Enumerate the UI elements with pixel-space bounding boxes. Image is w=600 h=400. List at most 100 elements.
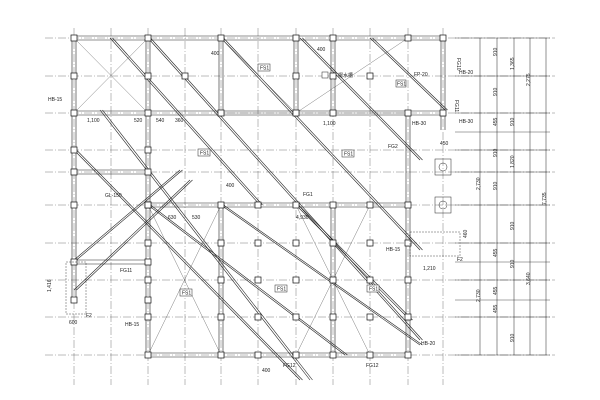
column-marker [292,313,300,321]
column-marker [292,34,300,42]
brace-line [109,37,261,206]
column-marker [144,239,152,247]
f2-label: F2 [86,313,92,319]
hb30-label: HB-30 [412,121,426,127]
column-marker [70,109,78,117]
tank-label: 揚水槽 [338,72,353,79]
fs1-label: FS1 [344,152,353,158]
hb15-label: HB-15 [125,322,139,328]
cross-line [73,37,149,114]
hb20-label: HB-20 [459,70,473,76]
diagonal-braces [73,37,448,381]
dim-label: 2,730 [476,289,482,302]
column-marker [144,34,152,42]
brace-line [73,179,191,291]
brace-line [76,179,193,291]
dim-label: 520 [134,118,143,124]
brace-line [295,204,411,321]
column-marker [366,201,374,209]
fg11-label: FG11 [453,100,459,112]
column-marker [144,276,152,284]
brace-line [220,37,421,251]
brace-line [73,169,181,261]
column-marker [292,239,300,247]
dim-label: 455 [493,286,499,295]
fg10-label: FG10 [455,58,461,71]
right-dimension-labels: 910 1,365 910 2,275 455 910 1,820 910 2,… [476,47,548,342]
column-marker [217,34,225,42]
column-marker [366,239,374,247]
hb20-label: HB-20 [421,341,435,347]
column-marker [217,351,225,359]
column-marker [70,201,78,209]
dim-label: 1,820 [510,155,516,168]
brace-line [298,204,413,321]
column-marker [144,146,152,154]
column-marker [292,276,300,284]
dim-label: 630 [168,215,177,221]
pile-circle [438,162,448,172]
dim-label: 3,640 [526,272,532,285]
column-marker [144,109,152,117]
column-marker [404,351,412,359]
column-marker [217,239,225,247]
column-marker [404,34,412,42]
dim-label: 1,210 [423,266,436,272]
fs1-label: FS1 [397,82,406,88]
column-marker [217,276,225,284]
column-marker [329,313,337,321]
cross-line [220,37,297,114]
column-marker [329,34,337,42]
dim-label: 910 [493,87,499,96]
column-marker [439,109,447,117]
column-marker [404,276,412,284]
brace-line [223,204,423,346]
column-marker [329,351,337,359]
dim-label: 910 [493,181,499,190]
brace-line [76,149,303,381]
dim-label: 1,100 [87,118,100,124]
column-marker [70,168,78,176]
column-marker [404,239,412,247]
dim-label: 7,735 [542,192,548,205]
column-marker [329,276,337,284]
dim-label: 400 [262,368,271,374]
dim-label: 450 [440,141,449,147]
brace-line [102,109,313,381]
column-marker [292,351,300,359]
dim-label: 530 [192,215,201,221]
pile-circle [438,200,448,210]
dim-label: 400 [211,51,220,57]
dimension-lines [65,37,550,356]
column-marker [254,313,262,321]
column-marker [217,201,225,209]
column-marker [144,296,152,304]
fg1-label: FG1 [303,192,313,198]
cross-line [147,204,222,356]
column-marker [144,201,152,209]
brace-line [223,37,423,251]
dim-label: 4,930 [296,215,309,221]
column-marker [366,351,374,359]
dim-label: 910 [510,259,516,268]
footing-pad [434,196,452,214]
column-marker [366,72,374,80]
dim-label: 910 [493,47,499,56]
dim-label: 455 [493,248,499,257]
column-marker [217,313,225,321]
column-marker [329,201,337,209]
column-marker [144,351,152,359]
column-marker [329,239,337,247]
brace-line [73,149,301,381]
column-marker [329,72,337,80]
fs1-label: FS1 [260,66,269,72]
dim-label: 1,365 [510,57,516,70]
column-marker [292,109,300,117]
f2-label: F2 [457,257,463,263]
brace-line [299,37,421,161]
column-marker [439,34,447,42]
brace-line [372,37,448,111]
column-marker [366,276,374,284]
